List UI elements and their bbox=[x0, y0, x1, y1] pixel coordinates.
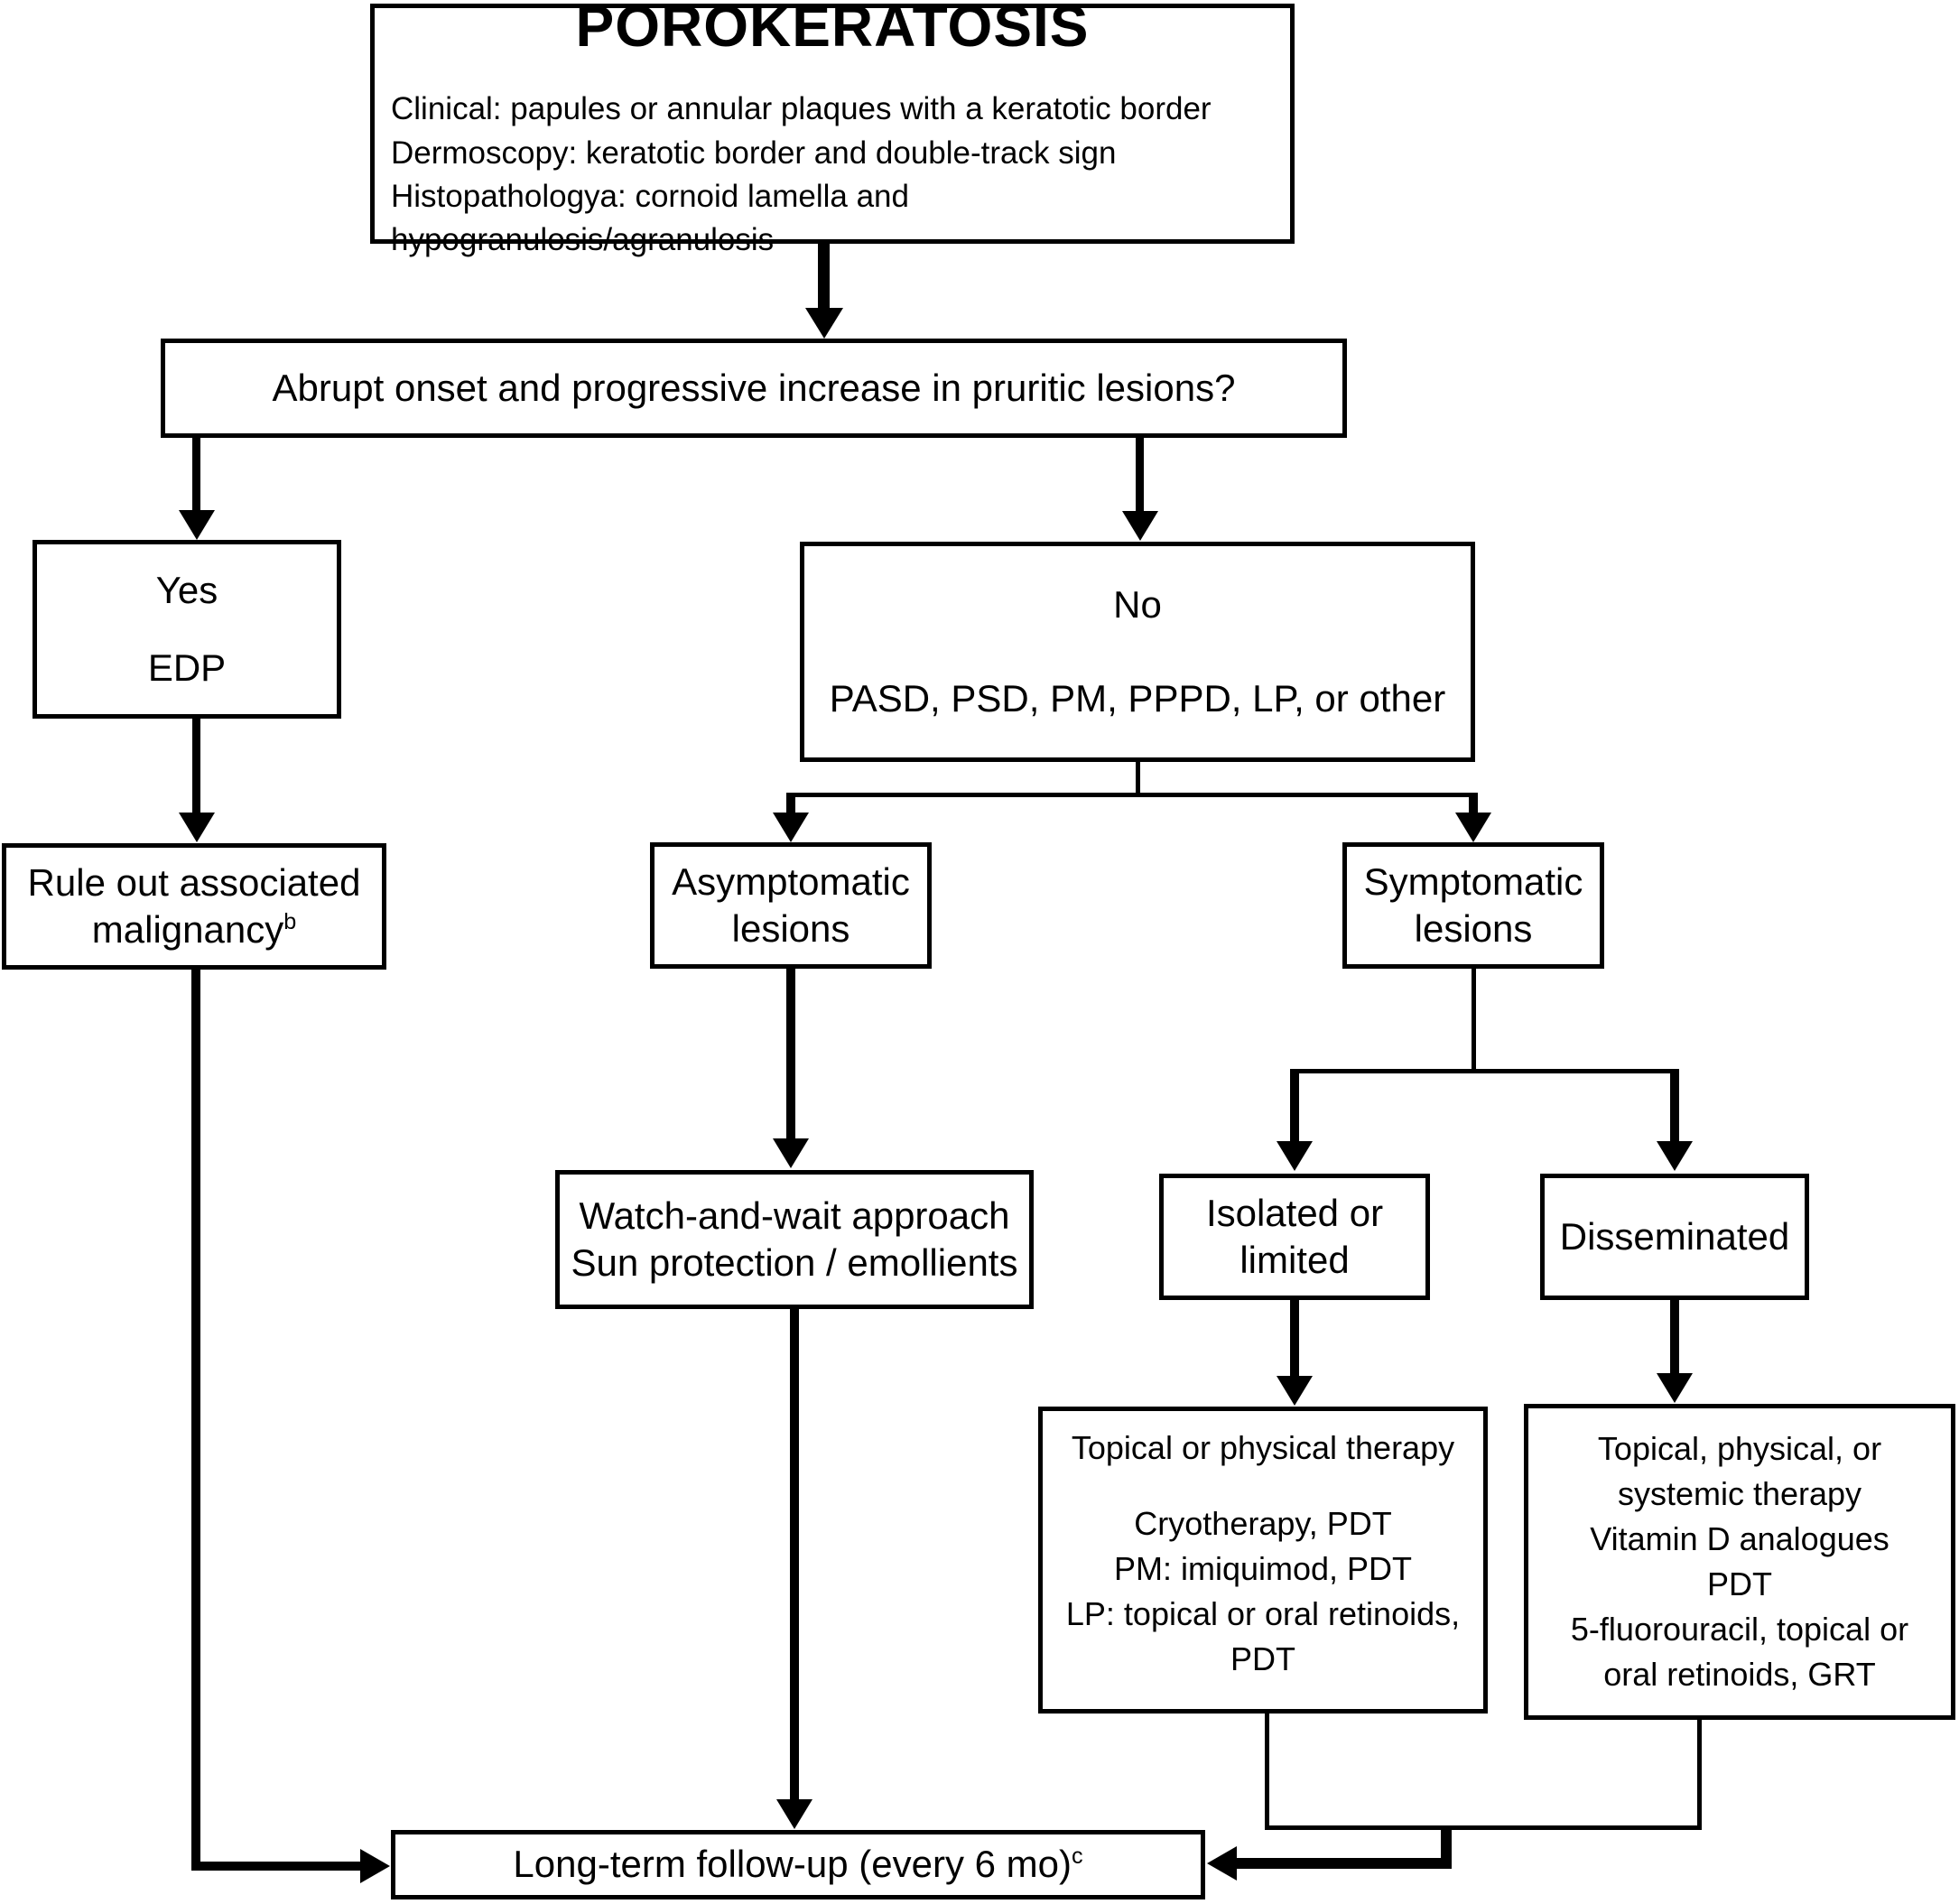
watch-line2: Sun protection / emollients bbox=[571, 1241, 1018, 1284]
yes-to-ruleout-line bbox=[192, 717, 200, 814]
pdt-line2: PDT bbox=[1707, 1565, 1772, 1602]
splitter-to-disseminated-arrowhead bbox=[1657, 1141, 1693, 1171]
oral-retinoids-grt-line: oral retinoids, GRT bbox=[1603, 1656, 1876, 1694]
isolated-limited-box: Isolated or limited bbox=[1159, 1174, 1430, 1300]
no-subtypes-label: PASD, PSD, PM, PPPD, LP, or other bbox=[829, 677, 1446, 720]
disseminated-box: Disseminated bbox=[1540, 1174, 1809, 1300]
disseminated-to-systemic-arrowhead bbox=[1657, 1373, 1693, 1403]
merge-to-followup-hline bbox=[1237, 1858, 1452, 1869]
question-to-yes-arrowhead bbox=[179, 510, 215, 540]
disseminated-label: Disseminated bbox=[1559, 1214, 1790, 1258]
ruleout-to-followup-vline bbox=[191, 968, 200, 1871]
ruleout-to-followup-arrowhead bbox=[360, 1849, 390, 1883]
splitter-to-symptomatic-arrowhead bbox=[1455, 813, 1491, 842]
ruleout-to-followup-hline bbox=[191, 1862, 363, 1871]
dermoscopy-line: Dermoscopy: keratotic border and double-… bbox=[391, 135, 1117, 171]
disseminated-to-systemic-line bbox=[1670, 1298, 1679, 1375]
asymptomatic-to-watch-line bbox=[786, 967, 795, 1140]
footnote-c: c bbox=[1071, 1844, 1083, 1870]
symptomatic-line2: lesions bbox=[1414, 907, 1533, 950]
edp-label: EDP bbox=[147, 646, 227, 689]
systemic-therapy-box: Topical, physical, or systemic therapy V… bbox=[1524, 1404, 1955, 1720]
question-to-yes-line bbox=[192, 436, 200, 512]
question-to-no-arrowhead bbox=[1122, 511, 1158, 541]
page-title: POROKERATOSIS bbox=[575, 0, 1090, 60]
systemic-line1: Topical, physical, or bbox=[1597, 1429, 1882, 1467]
splitter-to-symptomatic-line bbox=[1469, 793, 1478, 814]
merge-to-followup-arrowhead bbox=[1207, 1846, 1237, 1881]
cryotherapy-line: Cryotherapy, PDT bbox=[1134, 1505, 1392, 1543]
watch-line1: Watch-and-wait approach bbox=[579, 1193, 1010, 1237]
question-to-no-line bbox=[1136, 436, 1144, 513]
splitter-to-asymptomatic-line bbox=[786, 793, 795, 814]
splitter-to-asymptomatic-arrowhead bbox=[773, 813, 809, 842]
splitter-1-horizontal-line bbox=[787, 793, 1477, 797]
splitter-to-isolated-line bbox=[1290, 1069, 1299, 1143]
watch-and-wait-box: Watch-and-wait approach Sun protection /… bbox=[555, 1170, 1034, 1309]
splitter-to-isolated-arrowhead bbox=[1277, 1141, 1313, 1171]
header-box: POROKERATOSIS Clinical: papules or annul… bbox=[370, 0, 1295, 257]
pm-imiquimod-line: PM: imiquimod, PDT bbox=[1113, 1550, 1413, 1588]
header-criteria: Clinical: papules or annular plaques wit… bbox=[375, 88, 1290, 262]
splitter-2-horizontal-line bbox=[1290, 1069, 1679, 1073]
vitamin-d-line: Vitamin D analogues bbox=[1590, 1519, 1889, 1557]
isolated-to-topical-arrowhead bbox=[1277, 1376, 1313, 1406]
watch-to-followup-arrowhead bbox=[776, 1799, 812, 1829]
yes-label: Yes bbox=[155, 568, 218, 611]
systemic-to-merge-line bbox=[1697, 1718, 1702, 1830]
symptomatic-line1: Symptomatic bbox=[1363, 859, 1583, 903]
question-box: Abrupt onset and progressive increase in… bbox=[161, 339, 1347, 438]
rule-out-malignancy-box: Rule out associated malignancyb bbox=[2, 843, 386, 970]
symptomatic-box: Symptomatic lesions bbox=[1342, 842, 1604, 969]
clinical-line: Clinical: papules or annular plaques wit… bbox=[391, 91, 1212, 127]
isolated-to-topical-line bbox=[1290, 1298, 1299, 1378]
merge-horizontal-line bbox=[1265, 1825, 1702, 1830]
topical-physical-therapy-box: Topical or physical therapy Cryotherapy,… bbox=[1038, 1407, 1488, 1714]
no-box: No PASD, PSD, PM, PPPD, LP, or other bbox=[800, 542, 1475, 762]
symptomatic-to-splitter-line bbox=[1472, 967, 1476, 1073]
topical-to-merge-line bbox=[1265, 1712, 1269, 1830]
no-to-splitter-line bbox=[1136, 760, 1140, 796]
watch-to-followup-line bbox=[790, 1307, 799, 1801]
rule-out-line1: Rule out associated bbox=[27, 860, 361, 904]
pdt-line: PDT bbox=[1230, 1640, 1295, 1678]
lp-retinoids-line: LP: topical or oral retinoids, bbox=[1065, 1595, 1461, 1633]
question-text: Abrupt onset and progressive increase in… bbox=[272, 366, 1236, 409]
follow-up-box: Long-term follow-up (every 6 mo)c bbox=[391, 1830, 1205, 1899]
header-to-question-line bbox=[818, 244, 830, 309]
footnote-b: b bbox=[283, 909, 297, 934]
fluorouracil-line: 5-fluorouracil, topical or bbox=[1570, 1611, 1909, 1649]
asymptomatic-line1: Asymptomatic bbox=[672, 859, 910, 903]
topical-physical-title: Topical or physical therapy bbox=[1071, 1429, 1455, 1466]
follow-up-label: Long-term follow-up (every 6 mo)c bbox=[513, 1843, 1083, 1886]
no-label: No bbox=[1113, 582, 1162, 626]
isolated-line2: limited bbox=[1239, 1239, 1350, 1281]
header-to-question-arrowhead bbox=[805, 308, 843, 339]
asymptomatic-box: Asymptomatic lesions bbox=[650, 842, 932, 969]
histopathology-line: Histopathologya: cornoid lamella and hyp… bbox=[391, 179, 909, 258]
systemic-line2: systemic therapy bbox=[1617, 1474, 1862, 1512]
splitter-to-disseminated-line bbox=[1670, 1069, 1679, 1143]
isolated-line1: Isolated or bbox=[1205, 1191, 1384, 1234]
asymptomatic-to-watch-arrowhead bbox=[773, 1138, 809, 1168]
yes-edp-box: Yes EDP bbox=[32, 540, 341, 719]
rule-out-line2: malignancyb bbox=[91, 908, 297, 951]
asymptomatic-line2: lesions bbox=[731, 907, 850, 950]
yes-to-ruleout-arrowhead bbox=[179, 813, 215, 842]
